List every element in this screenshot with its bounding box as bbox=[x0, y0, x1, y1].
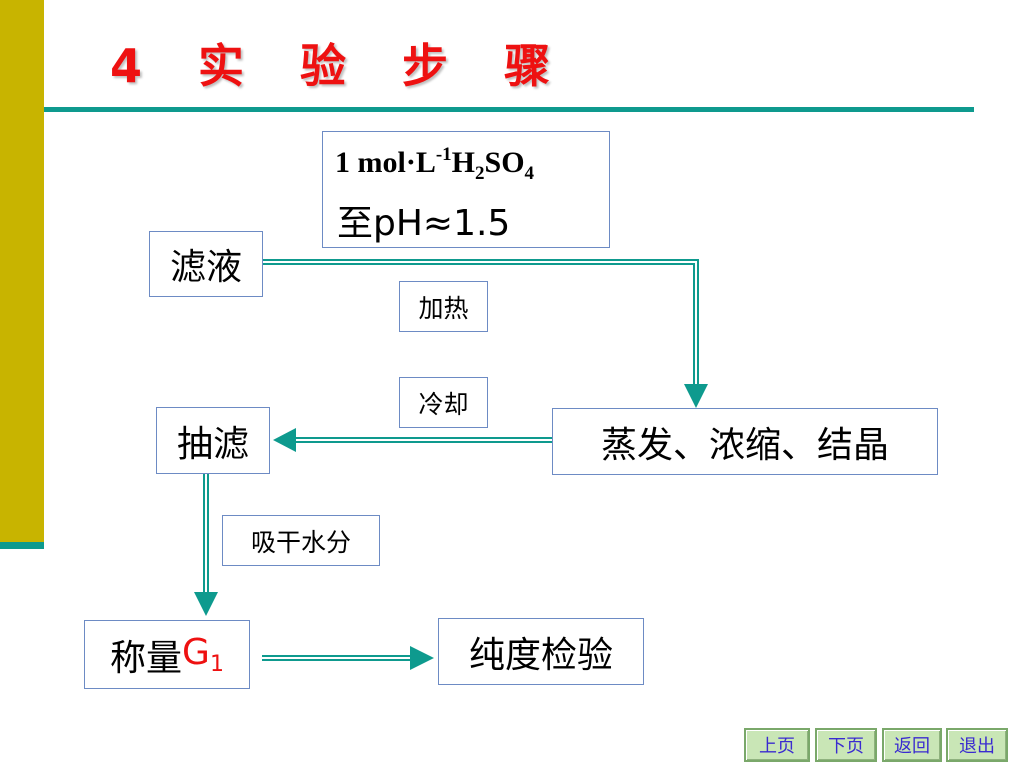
left-decor-strip bbox=[0, 542, 44, 549]
title-underline bbox=[44, 107, 974, 112]
step-evaporate-concentrate-crystallize: 蒸发、浓缩、结晶 bbox=[552, 408, 938, 475]
reagent-ph-target: 至pH≈1.5 bbox=[337, 203, 511, 244]
left-decor-bar bbox=[0, 0, 44, 542]
arrow-suction-to-weigh bbox=[194, 472, 218, 616]
reagent-box: 1 mol·L-1H2SO4 至pH≈1.5 bbox=[322, 131, 610, 248]
condition-blot-dry: 吸干水分 bbox=[222, 515, 380, 566]
reagent-formula: 1 mol·L-1H2SO4 bbox=[335, 144, 535, 184]
slide-title: 4 实 验 步 骤 bbox=[110, 39, 571, 93]
arrow-weigh-to-purity bbox=[262, 646, 434, 670]
step-suction-filter: 抽滤 bbox=[156, 407, 270, 474]
nav-prev-button[interactable]: 上页 bbox=[744, 728, 810, 762]
condition-cool: 冷却 bbox=[399, 377, 488, 428]
condition-heat: 加热 bbox=[399, 281, 488, 332]
weigh-label: 称量 bbox=[110, 637, 183, 679]
nav-back-button[interactable]: 返回 bbox=[882, 728, 942, 762]
arrow-filtrate-to-evaporate bbox=[262, 259, 708, 408]
step-purity-test: 纯度检验 bbox=[438, 618, 644, 685]
nav-exit-button[interactable]: 退出 bbox=[946, 728, 1008, 762]
arrow-evaporate-to-suction bbox=[273, 428, 553, 452]
step-filtrate: 滤液 bbox=[149, 231, 263, 297]
weigh-symbol: G1 bbox=[182, 632, 224, 677]
nav-next-button[interactable]: 下页 bbox=[815, 728, 877, 762]
